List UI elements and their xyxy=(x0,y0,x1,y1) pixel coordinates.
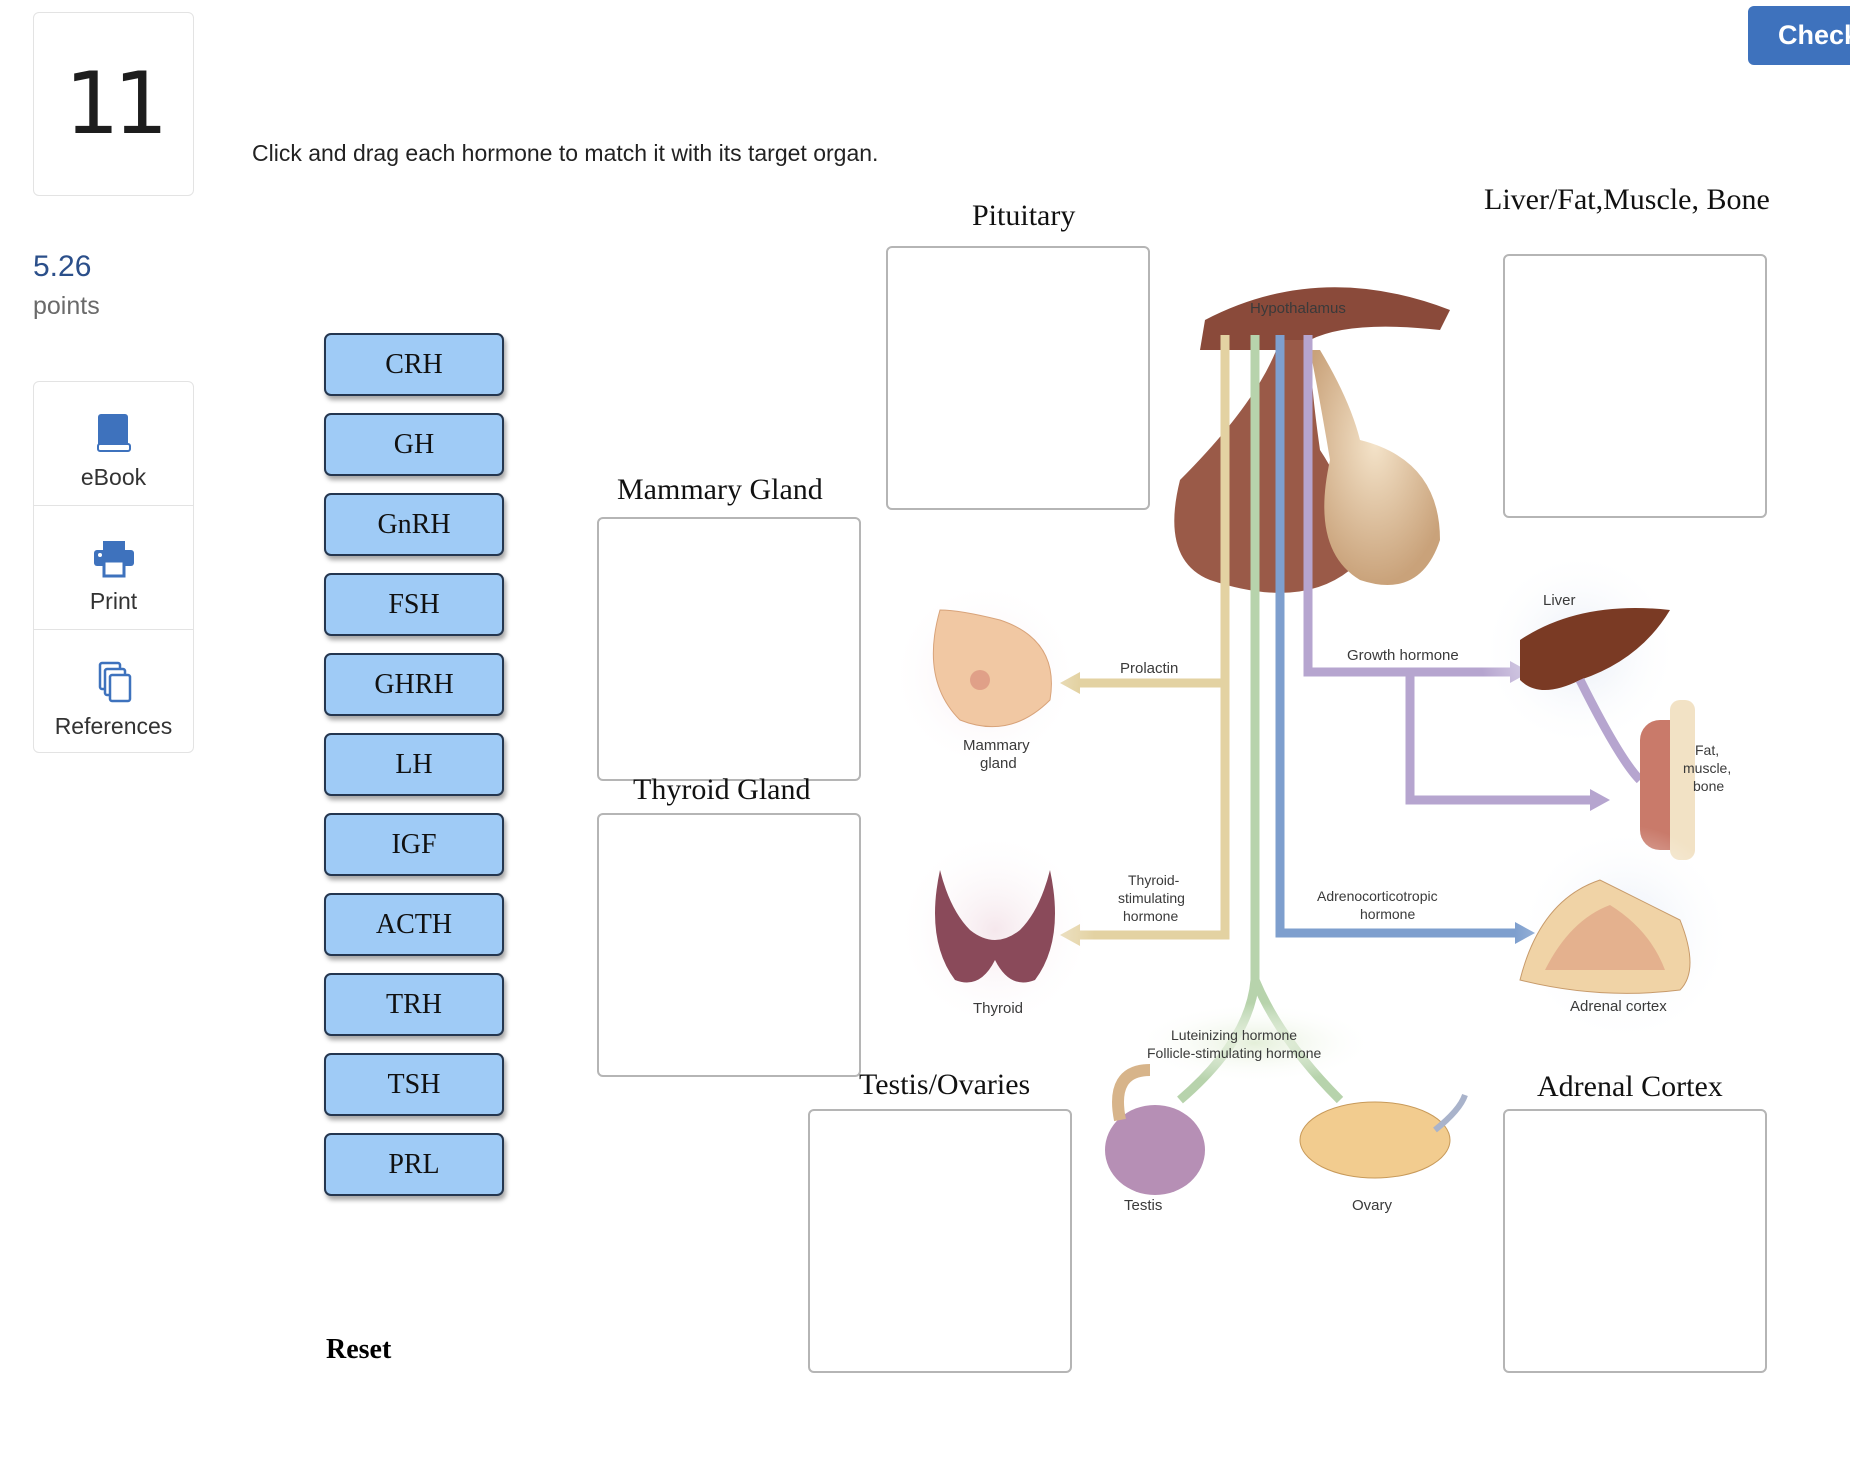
endocrine-diagram: Hypothalamus Prolactin Mammary gland Gro… xyxy=(890,287,1735,1214)
ebook-button[interactable]: eBook xyxy=(34,382,193,506)
diagram-label-thyroid: Thyroid xyxy=(973,1000,1023,1017)
dropzone-liver-fat-muscle-bone[interactable] xyxy=(1503,254,1767,518)
ebook-label: eBook xyxy=(80,464,147,490)
references-label: References xyxy=(54,713,173,739)
diagram-label-fat-3: bone xyxy=(1693,778,1724,794)
diagram-label-tsh-1: Thyroid- xyxy=(1128,872,1180,888)
hormone-tile-lh[interactable]: LH xyxy=(324,733,504,796)
diagram-label-tsh-2: stimulating xyxy=(1118,890,1185,906)
instruction-text: Click and drag each hormone to match it … xyxy=(252,140,879,166)
diagram-label-prolactin: Prolactin xyxy=(1120,660,1178,677)
diagram-label-ovary: Ovary xyxy=(1352,1197,1393,1214)
hormone-tile-trh[interactable]: TRH xyxy=(324,973,504,1036)
dropzone-testis-ovaries[interactable] xyxy=(808,1109,1072,1373)
hormone-tile-acth[interactable]: ACTH xyxy=(324,893,504,956)
hormone-tile-ghrh[interactable]: GHRH xyxy=(324,653,504,716)
target-label-liver: Liver/Fat,Muscle, Bone xyxy=(1484,183,1770,216)
diagram-label-mammary-2: gland xyxy=(980,755,1017,772)
target-label-testis: Testis/Ovaries xyxy=(859,1068,1031,1101)
dropzone-mammary-gland[interactable] xyxy=(597,517,861,781)
diagram-label-fat-1: Fat, xyxy=(1695,742,1719,758)
tools-panel: eBook Print References xyxy=(33,381,194,753)
diagram-label-adrenal: Adrenal cortex xyxy=(1570,998,1667,1015)
target-label-thyroid: Thyroid Gland xyxy=(633,773,811,806)
reset-button[interactable]: Reset xyxy=(326,1334,392,1365)
copy-icon xyxy=(98,661,131,703)
diagram-label-acth-1: Adrenocorticotropic xyxy=(1317,888,1438,904)
check-button[interactable]: Check xyxy=(1748,6,1850,65)
book-icon xyxy=(96,414,131,452)
hormone-tile-tsh[interactable]: TSH xyxy=(324,1053,504,1116)
hormone-tile-gnrh[interactable]: GnRH xyxy=(324,493,504,556)
hormone-tile-crh[interactable]: CRH xyxy=(324,333,504,396)
dropzone-thyroid-gland[interactable] xyxy=(597,813,861,1077)
print-label: Print xyxy=(89,588,138,614)
target-label-adrenal: Adrenal Cortex xyxy=(1537,1070,1723,1103)
hormone-tile-gh[interactable]: GH xyxy=(324,413,504,476)
hormone-tile-fsh[interactable]: FSH xyxy=(324,573,504,636)
references-button[interactable]: References xyxy=(34,630,193,754)
dropzone-adrenal-cortex[interactable] xyxy=(1503,1109,1767,1373)
dropzone-pituitary[interactable] xyxy=(886,246,1150,510)
printer-icon xyxy=(93,541,134,578)
diagram-label-tsh-3: hormone xyxy=(1123,908,1178,924)
target-label-mammary: Mammary Gland xyxy=(617,473,823,506)
diagram-label-testis: Testis xyxy=(1124,1197,1162,1214)
diagram-label-mammary-1: Mammary xyxy=(963,737,1030,754)
diagram-label-fat-2: muscle, xyxy=(1683,760,1731,776)
points-value: 5.26 xyxy=(33,250,92,283)
points-label: points xyxy=(33,292,100,320)
diagram-label-lh: Luteinizing hormone xyxy=(1171,1027,1297,1043)
hormone-tile-prl[interactable]: PRL xyxy=(324,1133,504,1196)
diagram-label-growth-hormone: Growth hormone xyxy=(1347,647,1459,664)
hormone-tile-igf[interactable]: IGF xyxy=(324,813,504,876)
diagram-label-liver: Liver xyxy=(1543,592,1576,609)
target-label-pituitary: Pituitary xyxy=(972,199,1076,232)
question-number: 11 xyxy=(33,12,194,196)
print-button[interactable]: Print xyxy=(34,506,193,630)
diagram-label-hypothalamus: Hypothalamus xyxy=(1250,300,1346,317)
diagram-label-fsh: Follicle-stimulating hormone xyxy=(1147,1045,1322,1061)
diagram-label-acth-2: hormone xyxy=(1360,906,1415,922)
